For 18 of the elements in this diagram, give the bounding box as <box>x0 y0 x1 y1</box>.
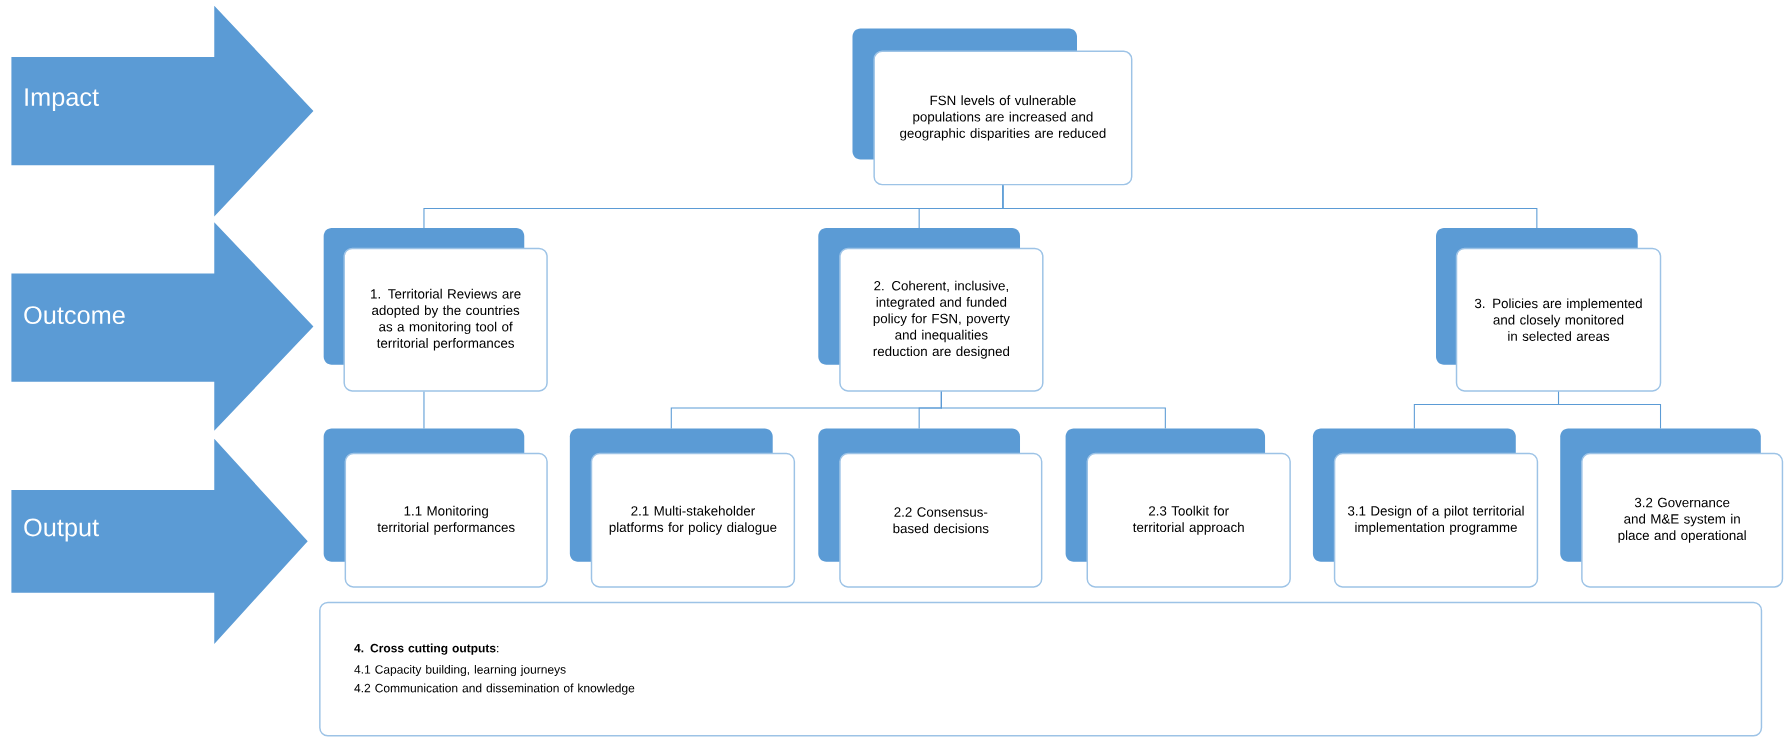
connector-line <box>1002 185 1538 229</box>
result-box: 3. Policies are implemented and closely monitored in selected areas <box>1436 228 1662 392</box>
result-box: 2.1 Multi-stakeholder platforms for policy dialogue <box>569 428 796 588</box>
result-box: 2.2 Consensus-based decisions <box>818 428 1043 588</box>
stage-banner: Output <box>11 439 308 645</box>
result-box: 1. Territorial Reviews are adopted by the countries as a monitoring tool of territorial performances <box>323 228 548 392</box>
result-box: 1.1 Monitoring territorial performances <box>323 428 548 588</box>
result-box: 3.1 Design of a pilot territorial implementation programme <box>1312 428 1539 588</box>
stage-banner: Impact <box>11 5 314 217</box>
result-box: 2.3 Toolkit for territorial approach <box>1065 428 1291 588</box>
stage-banner: Outcome <box>11 222 314 432</box>
result-box: 3.2 Governance and M&E system in place and operational <box>1560 428 1784 588</box>
connector-line <box>423 391 425 430</box>
result-box: 2. Coherent, inclusive, integrated and funded policy for FSN, poverty and inequalities reduction are designed <box>818 228 1044 392</box>
result-box: FSN levels of vulnerable populations are increased and geographic disparities are reduced <box>852 28 1133 186</box>
connector-line <box>940 391 1166 430</box>
connector-line <box>1557 391 1662 430</box>
outputs-box: 4. Cross cutting outputs: 4.1 Capacity building, learning journeys 4.2 Communication and dissemination of knowledge <box>319 602 1763 737</box>
